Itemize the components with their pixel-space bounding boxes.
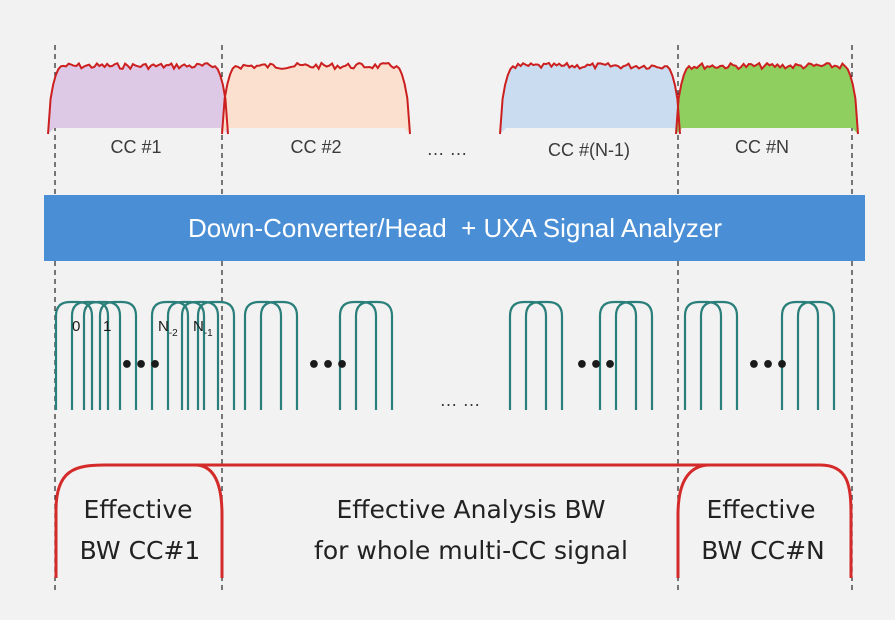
subchannel-filter-7-2: [524, 300, 564, 410]
filter-dots-3: •••: [575, 353, 617, 378]
effective-bw-ccn-line1: Effective: [706, 495, 815, 524]
subchannel-label-0: 0: [72, 318, 80, 335]
effective-bw-ccn-line2: BW CC#N: [701, 536, 825, 565]
subchannel-filter-2-1: [82, 300, 122, 410]
subchannel-label-n-2-sub: -2: [169, 328, 178, 339]
effective-bw-cc1-line1: Effective: [83, 495, 192, 524]
carrier-label-3: CC #(N-1): [548, 140, 630, 160]
effective-bw-curve: [54, 463, 853, 578]
subchannel-filter-8-1: [598, 300, 638, 410]
subchannel-filter-6-1: [338, 300, 378, 410]
carrier-spectrum-2: [221, 61, 411, 135]
carrier-gap-ellipsis: … …: [426, 139, 467, 159]
carrier-fill-3: [500, 63, 680, 134]
subchannel-filter-8-2: [614, 300, 654, 410]
effective-analysis-bw-line2: for whole multi-CC signal: [314, 536, 628, 565]
carrier-spectrum-3: [499, 61, 681, 135]
carrier-fill-4: [676, 63, 858, 134]
subchannel-filter-9-1: [683, 300, 723, 410]
subchannel-filter-5-1: [243, 300, 283, 410]
carrier-spectrum-1: [47, 61, 229, 135]
subchannel-label-n-2-base: N: [158, 318, 169, 335]
carrier-label-4: CC #N: [735, 137, 789, 157]
subchannel-filter-1-2: [70, 300, 110, 410]
carrier-spectra: [47, 61, 859, 135]
effective-analysis-bw-line1: Effective Analysis BW: [337, 495, 606, 524]
filter-dots-2: •••: [307, 353, 349, 378]
analyzer-band: [44, 195, 865, 261]
filter-dots-4: •••: [747, 353, 789, 378]
subchannel-filter-3-1: [150, 300, 190, 410]
carrier-fill-2: [222, 63, 410, 134]
carrier-label-2: CC #2: [290, 137, 341, 157]
subchannel-filter-10-1: [780, 300, 820, 410]
analyzer-band-label: Down-Converter/Head + UXA Signal Analyze…: [188, 213, 722, 243]
subchannel-label-n-1-sub: -1: [204, 328, 213, 339]
filter-banks: [54, 300, 836, 410]
subchannel-filter-6-2: [354, 300, 394, 410]
subchannel-label-1: 1: [103, 318, 111, 335]
subchannel-filter-3-2: [166, 300, 206, 410]
subchannel-filter-2-2: [98, 300, 138, 410]
filter-dots-1: •••: [120, 353, 162, 378]
subchannel-filter-5-2: [259, 300, 299, 410]
carrier-label-1: CC #1: [110, 137, 161, 157]
subchannel-filter-7-1: [508, 300, 548, 410]
subchannel-label-n-1-base: N: [193, 318, 204, 335]
subchannel-filter-4-1: [180, 300, 220, 410]
subchannel-label-n-2: N-2: [158, 318, 178, 339]
subchannel-label-n-1: N-1: [193, 318, 213, 339]
filter-gap-ellipsis: … …: [439, 390, 480, 410]
effective-bw-cc1-line2: BW CC#1: [80, 536, 201, 565]
subchannel-filter-10-2: [796, 300, 836, 410]
carrier-spectrum-4: [675, 61, 859, 135]
subchannel-filter-4-2: [196, 300, 236, 410]
subchannel-filter-1-1: [54, 300, 94, 410]
subchannel-filter-9-2: [699, 300, 739, 410]
carrier-fill-1: [48, 63, 228, 134]
